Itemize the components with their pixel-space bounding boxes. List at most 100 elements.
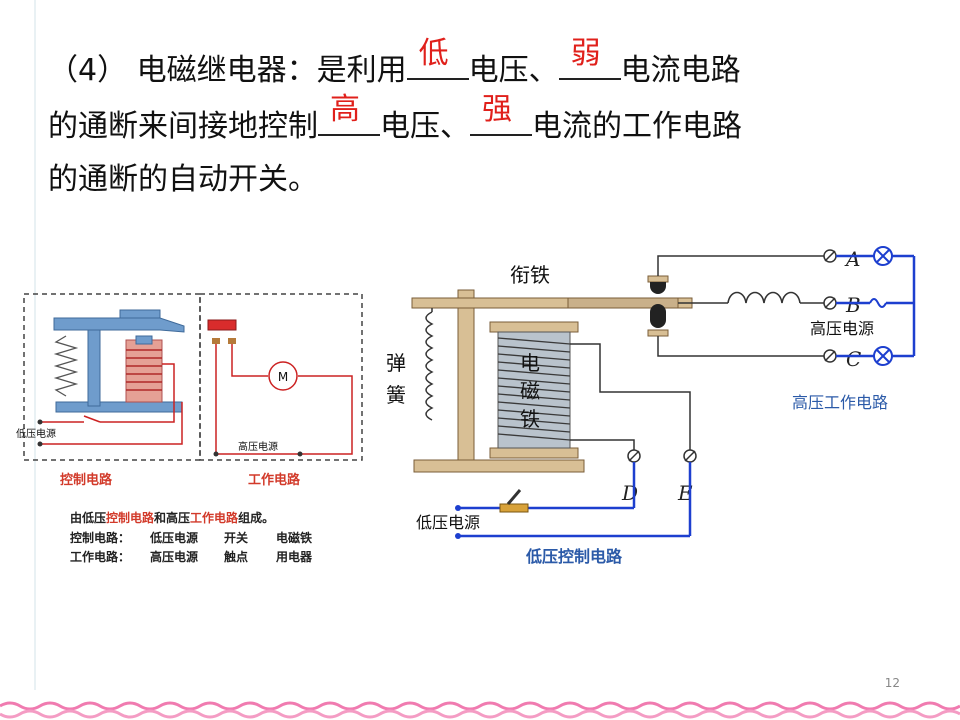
desc-text: 控制电路	[106, 510, 155, 525]
text-segment: （4） 电磁继电器：是利用	[48, 53, 407, 88]
relay-pillar	[457, 299, 475, 461]
terminal-dot	[37, 419, 43, 425]
lamp-a-icon	[873, 246, 893, 266]
page-number: 12	[884, 676, 900, 690]
relay-base	[413, 459, 585, 473]
terminal-dot	[37, 441, 43, 447]
control-wire	[40, 402, 183, 445]
armature-pivot	[457, 289, 475, 299]
lv-circuit-label: 低压控制电路	[525, 547, 623, 566]
lower-contact-top	[650, 304, 666, 316]
electromagnet-label-3: 铁	[520, 407, 540, 431]
armature-label: 衔铁	[510, 263, 550, 287]
left-armature	[53, 317, 185, 333]
coil-lead-e	[570, 343, 691, 456]
table-cell: 电磁铁	[276, 530, 312, 545]
relay-base	[55, 401, 183, 413]
desc-text: 工作电路	[190, 510, 239, 525]
coil-bottom-flange	[489, 447, 579, 459]
text-segment: 电压、	[468, 53, 559, 88]
text-line-1: （4） 电磁继电器：是利用低电压、弱电流电路	[48, 36, 741, 91]
text-line-3: 的通断的自动开关。	[48, 160, 318, 200]
left-high-source-label: 高压电源	[238, 440, 278, 453]
control-wire	[100, 363, 175, 423]
work-circuit-label: 工作电路	[248, 472, 301, 488]
terminal-a	[823, 249, 837, 263]
left-coil-windings	[126, 349, 162, 391]
lv-source-label: 低压电源	[416, 513, 480, 532]
left-relay-diagram: 低压电源 M 高压电源 控制电路 工作电路 由低压控制电路和高压工作电路组成。 …	[16, 293, 363, 564]
hv-source-label: 高压电源	[810, 319, 874, 338]
terminal-e	[683, 449, 697, 463]
work-wire	[231, 344, 268, 377]
high-coil	[727, 291, 801, 304]
text-segment: 电流的工作电路	[532, 109, 742, 144]
work-box	[199, 293, 363, 461]
upper-contact-plate	[647, 275, 669, 283]
knife-switch-icon	[499, 489, 529, 513]
armature-cap	[119, 309, 161, 319]
description-line: 由低压控制电路和高压工作电路组成。	[70, 510, 274, 525]
answer-blank-2: 弱	[558, 36, 621, 80]
left-low-source-label: 低压电源	[16, 427, 56, 440]
text-segment: 电流电路	[620, 53, 741, 88]
table-cell: 开关	[224, 530, 248, 545]
margin-line	[34, 0, 36, 690]
table-cell: 触点	[224, 549, 248, 564]
motor-icon	[268, 361, 298, 391]
left-spring	[53, 335, 79, 397]
answer-text: 弱	[570, 36, 601, 71]
terminal-dot	[213, 451, 219, 457]
decorative-wave-border	[0, 700, 960, 720]
answer-text: 低	[418, 36, 449, 71]
spring-label-2: 簧	[386, 383, 406, 407]
terminal-b	[823, 296, 837, 310]
work-wire-c	[657, 336, 830, 357]
desc-text: 由低压	[70, 510, 106, 525]
left-core	[135, 335, 153, 345]
coil-top-flange	[489, 321, 579, 333]
desc-text: 和高压	[153, 510, 190, 525]
lv-terminal	[455, 533, 461, 539]
table-cell: 低压电源	[149, 530, 198, 545]
left-contact-2	[228, 338, 236, 344]
lamp-c-icon	[873, 346, 893, 366]
table-cell: 用电器	[275, 549, 313, 564]
electromagnet-label-1: 电	[520, 351, 540, 375]
text-segment: 的通断来间接地控制	[48, 109, 318, 144]
table-cell: 控制电路：	[70, 530, 130, 545]
right-relay-diagram: 衔铁 弹 簧 电 磁 铁	[386, 246, 916, 566]
answer-text: 高	[330, 92, 360, 127]
control-circuit-label: 控制电路	[60, 472, 113, 488]
spring	[425, 311, 434, 421]
coil-windings	[497, 337, 571, 441]
lower-contact-plate	[647, 329, 669, 337]
relay-frame	[87, 321, 101, 407]
lv-terminal	[455, 505, 461, 511]
terminal-d-label: D	[621, 481, 638, 505]
terminal-b-label: B	[845, 293, 861, 317]
terminal-c-label: C	[846, 347, 861, 371]
terminal-c	[823, 349, 837, 363]
text-line-2: 的通断来间接地控制高电压、强电流的工作电路	[48, 92, 742, 147]
left-switch	[83, 415, 101, 423]
table-cell: 高压电源	[150, 549, 198, 564]
terminal-dot	[297, 451, 303, 457]
hv-circuit-label: 高压工作电路	[792, 393, 888, 412]
desc-text: 组成。	[238, 510, 274, 525]
motor-label: M	[278, 370, 288, 384]
lower-contact	[650, 316, 666, 328]
terminal-a-label: A	[844, 247, 860, 271]
description-table: 控制电路： 低压电源 开关 电磁铁 工作电路： 高压电源 触点 用电器	[70, 530, 313, 564]
spring-label-1: 弹	[386, 351, 406, 375]
answer-blank-4: 强	[470, 92, 532, 136]
work-wire-a	[657, 255, 830, 276]
answer-text: 强	[482, 92, 512, 127]
answer-blank-3: 高	[318, 92, 380, 136]
electromagnet-label-2: 磁	[520, 379, 540, 403]
text-segment: 的通断的自动开关。	[48, 162, 318, 197]
text-segment: 电压、	[380, 109, 470, 144]
table-cell: 工作电路：	[70, 549, 130, 564]
coil-lead-d	[570, 439, 635, 456]
work-wire	[215, 344, 353, 455]
